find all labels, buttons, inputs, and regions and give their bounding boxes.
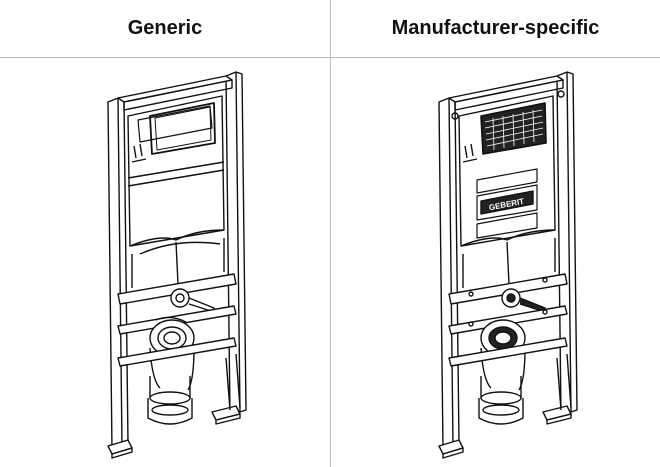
manufacturer-cell: GEBERIT: [331, 58, 660, 467]
geberit-frame-icon: GEBERIT: [438, 71, 578, 459]
generic-frame-icon: [107, 71, 247, 459]
generic-cell: [0, 58, 330, 467]
column-divider: [330, 0, 331, 467]
column-header-manufacturer-specific: Manufacturer-specific: [391, 17, 600, 39]
column-header-generic: Generic: [127, 17, 203, 39]
